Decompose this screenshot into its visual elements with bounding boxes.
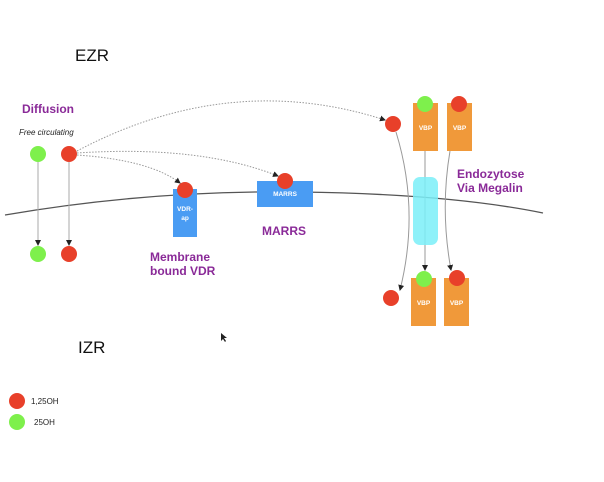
free-circulating-label: Free circulating (19, 128, 74, 137)
125oh-bound-vbp (451, 96, 467, 112)
125oh-megalin-entry (385, 116, 401, 132)
25oh-bound-vbp (417, 96, 433, 112)
25oh-internalized (416, 271, 432, 287)
25oh-molecule-diffused (30, 246, 46, 262)
membrane-bound-label-1: Membrane (150, 250, 210, 264)
marrs-box-label: MARRS (273, 191, 297, 198)
arrow-to-marrs (76, 150, 279, 177)
extracellular-zone-label: EZR (75, 46, 109, 65)
megalin-path-red (395, 131, 410, 291)
vbp-label: VBP (417, 300, 431, 307)
vbp-label: VBP (453, 125, 467, 132)
endozytose-label-2: Via Megalin (457, 181, 523, 195)
vbp-bottom-right (444, 278, 469, 326)
125oh-bound-vdr (177, 182, 193, 198)
legend-label-125oh: 1,25OH (31, 397, 59, 406)
arrow-to-megalin (76, 100, 386, 152)
diffusion-label: Diffusion (22, 102, 74, 116)
endozytose-label-1: Endozytose (457, 167, 525, 181)
125oh-bound-marrs (277, 173, 293, 189)
25oh-molecule-free (30, 146, 46, 162)
vbp-label: VBP (419, 125, 433, 132)
arrow-to-vdr (76, 154, 181, 184)
125oh-internalized-vbp (449, 270, 465, 286)
vdr-ap-label-1: VDR- (177, 206, 193, 213)
megalin-channel (413, 177, 438, 245)
marrs-label: MARRS (262, 224, 306, 238)
legend-label-25oh: 25OH (34, 418, 55, 427)
125oh-molecule-free (61, 146, 77, 162)
vdr-ap-label-2: ap (181, 215, 189, 222)
intracellular-zone-label: IZR (78, 338, 105, 357)
megalin-path-vbp (444, 150, 454, 271)
legend-swatch-25oh (9, 414, 25, 430)
125oh-internalized-free (383, 290, 399, 306)
125oh-molecule-diffused (61, 246, 77, 262)
vbp-label: VBP (450, 300, 464, 307)
mouse-cursor-icon (221, 333, 227, 342)
legend-swatch-125oh (9, 393, 25, 409)
membrane-bound-label-2: bound VDR (150, 264, 216, 278)
